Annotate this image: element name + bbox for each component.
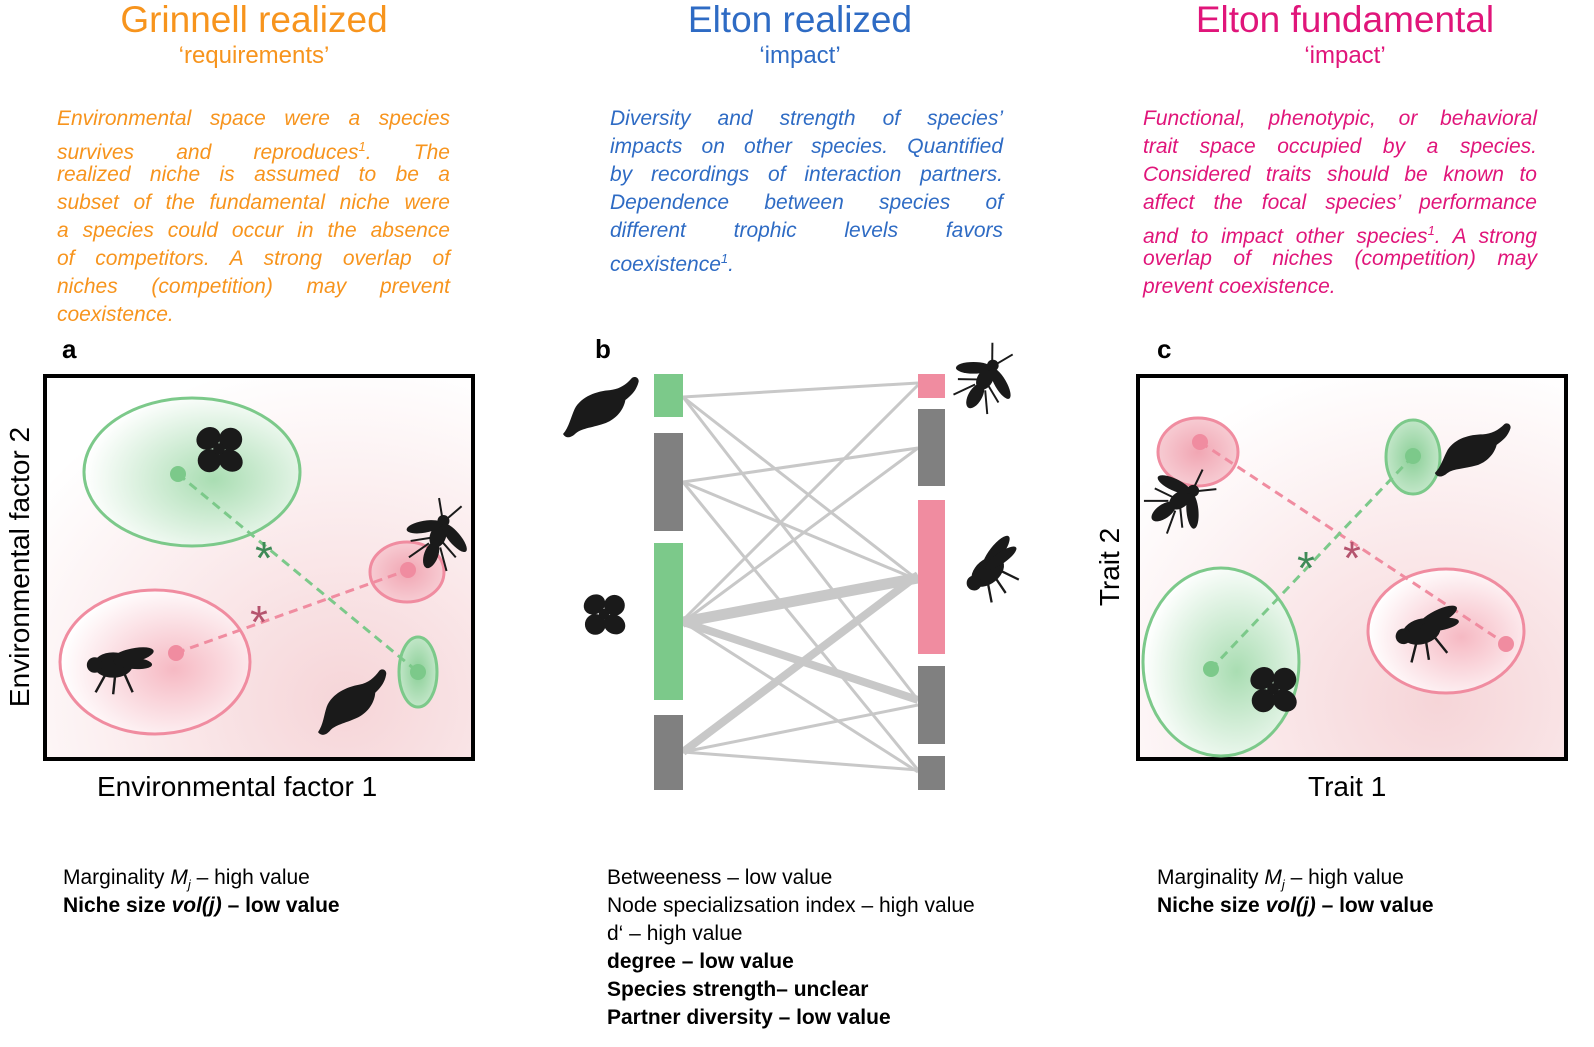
desc-line: Dependence between species of [610, 191, 1003, 214]
metric-node-specialization: Node specializsation index – high value [607, 894, 975, 917]
desc-line: survives and reproduces1. The [57, 139, 450, 164]
desc-line: subset of the fundamental niche were [57, 191, 450, 214]
desc-line: realized niche is assumed to be a [57, 163, 450, 186]
pink-midpoint-asterisk: * [250, 596, 268, 648]
metric-niche-size-a: Niche size vol(j) – low value [63, 894, 340, 917]
xlabel-panel-a: Environmental factor 1 [97, 771, 378, 802]
trait-pink-large [1366, 567, 1526, 695]
panel-letter-a: a [62, 334, 77, 364]
desc-line: by recordings of interaction partners. [610, 163, 1003, 186]
desc-line: prevent coexistence. [1143, 275, 1336, 298]
metric-marginality-a: Marginality Mj – high value [63, 866, 310, 893]
desc-line: Considered traits should be known to [1143, 163, 1537, 186]
node-fly [918, 500, 945, 654]
bird-silhouette-icon [554, 376, 648, 439]
desc-line: different trophic levels favors [610, 219, 1003, 242]
niche-pink-large [58, 588, 252, 736]
pink-trait-asterisk: * [1343, 532, 1361, 584]
subtitle-elton-fundamental: ‘impact’ [1304, 42, 1386, 69]
panel-letter-c: c [1157, 334, 1172, 364]
node-wasp [918, 374, 945, 398]
flower-silhouette-icon [579, 590, 629, 639]
desc-line: impacts on other species. Quantified [610, 135, 1003, 158]
metric-species-strength: Species strength– unclear [607, 978, 869, 1001]
subtitle-elton-realized: ‘impact’ [759, 42, 841, 69]
node-bird [654, 374, 683, 417]
desc-line: affect the focal species’ performance [1143, 191, 1537, 214]
wasp-silhouette-icon [938, 330, 1033, 426]
metric-marginality-c: Marginality Mj – high value [1157, 866, 1404, 893]
title-elton-fundamental: Elton fundamental [1195, 0, 1495, 40]
ylabel-panel-a: Environmental factor 2 [4, 426, 35, 708]
metric-degree: degree – low value [607, 950, 794, 973]
desc-line: niches (competition) may prevent [57, 275, 450, 298]
green-trait-line [1209, 454, 1415, 671]
node-flower [654, 543, 683, 700]
green-midpoint-asterisk: * [255, 532, 273, 584]
metric-betweeness: Betweeness – low value [607, 866, 833, 889]
niche-green-large [82, 396, 302, 548]
metric-niche-size-c: Niche size vol(j) – low value [1157, 894, 1434, 917]
desc-line: Diversity and strength of species’ [610, 107, 1003, 130]
desc-line: coexistence. [57, 303, 174, 326]
desc-line: and to impact other species1. A strong [1143, 223, 1537, 248]
desc-line: Environmental space were a species [57, 107, 450, 130]
trait-green-large [1141, 566, 1301, 758]
desc-line: a species could occur in the absence [57, 219, 450, 242]
subtitle-grinnell: ‘requirements’ [178, 42, 330, 69]
fly-silhouette-icon [954, 529, 1038, 611]
xlabel-panel-c: Trait 1 [1308, 771, 1387, 802]
desc-line: of competitors. A strong overlap of [57, 247, 450, 270]
node-gray-5 [918, 756, 945, 790]
description-grinnell: Environmental space were a species survi… [57, 105, 450, 329]
metric-d-prime: d‘ – high value [607, 922, 743, 945]
green-trait-asterisk: * [1297, 542, 1315, 594]
desc-line: trait space occupied by a species. [1143, 135, 1537, 158]
desc-line: overlap of niches (competition) may [1143, 247, 1537, 270]
description-elton-fundamental: Functional, phenotypic, or behavioral tr… [1143, 105, 1537, 301]
node-gray-4 [918, 666, 945, 744]
panel-letter-b: b [595, 334, 611, 364]
metric-partner-diversity: Partner diversity – low value [607, 1006, 891, 1029]
desc-line: Functional, phenotypic, or behavioral [1143, 107, 1537, 130]
node-gray-1 [654, 433, 683, 531]
title-grinnell: Grinnell realized [120, 0, 388, 40]
interaction-links [680, 381, 921, 774]
green-centroid-line [177, 472, 419, 674]
desc-line: coexistence1. [610, 251, 734, 276]
description-elton-realized: Diversity and strength of species’ impac… [610, 105, 1003, 276]
node-gray-2 [654, 715, 683, 790]
pink-centroid-line [175, 568, 409, 655]
ylabel-panel-c: Trait 2 [1094, 527, 1125, 607]
trait-pink-small [1156, 416, 1240, 488]
title-elton-realized: Elton realized [687, 0, 913, 40]
node-gray-3 [918, 409, 945, 486]
